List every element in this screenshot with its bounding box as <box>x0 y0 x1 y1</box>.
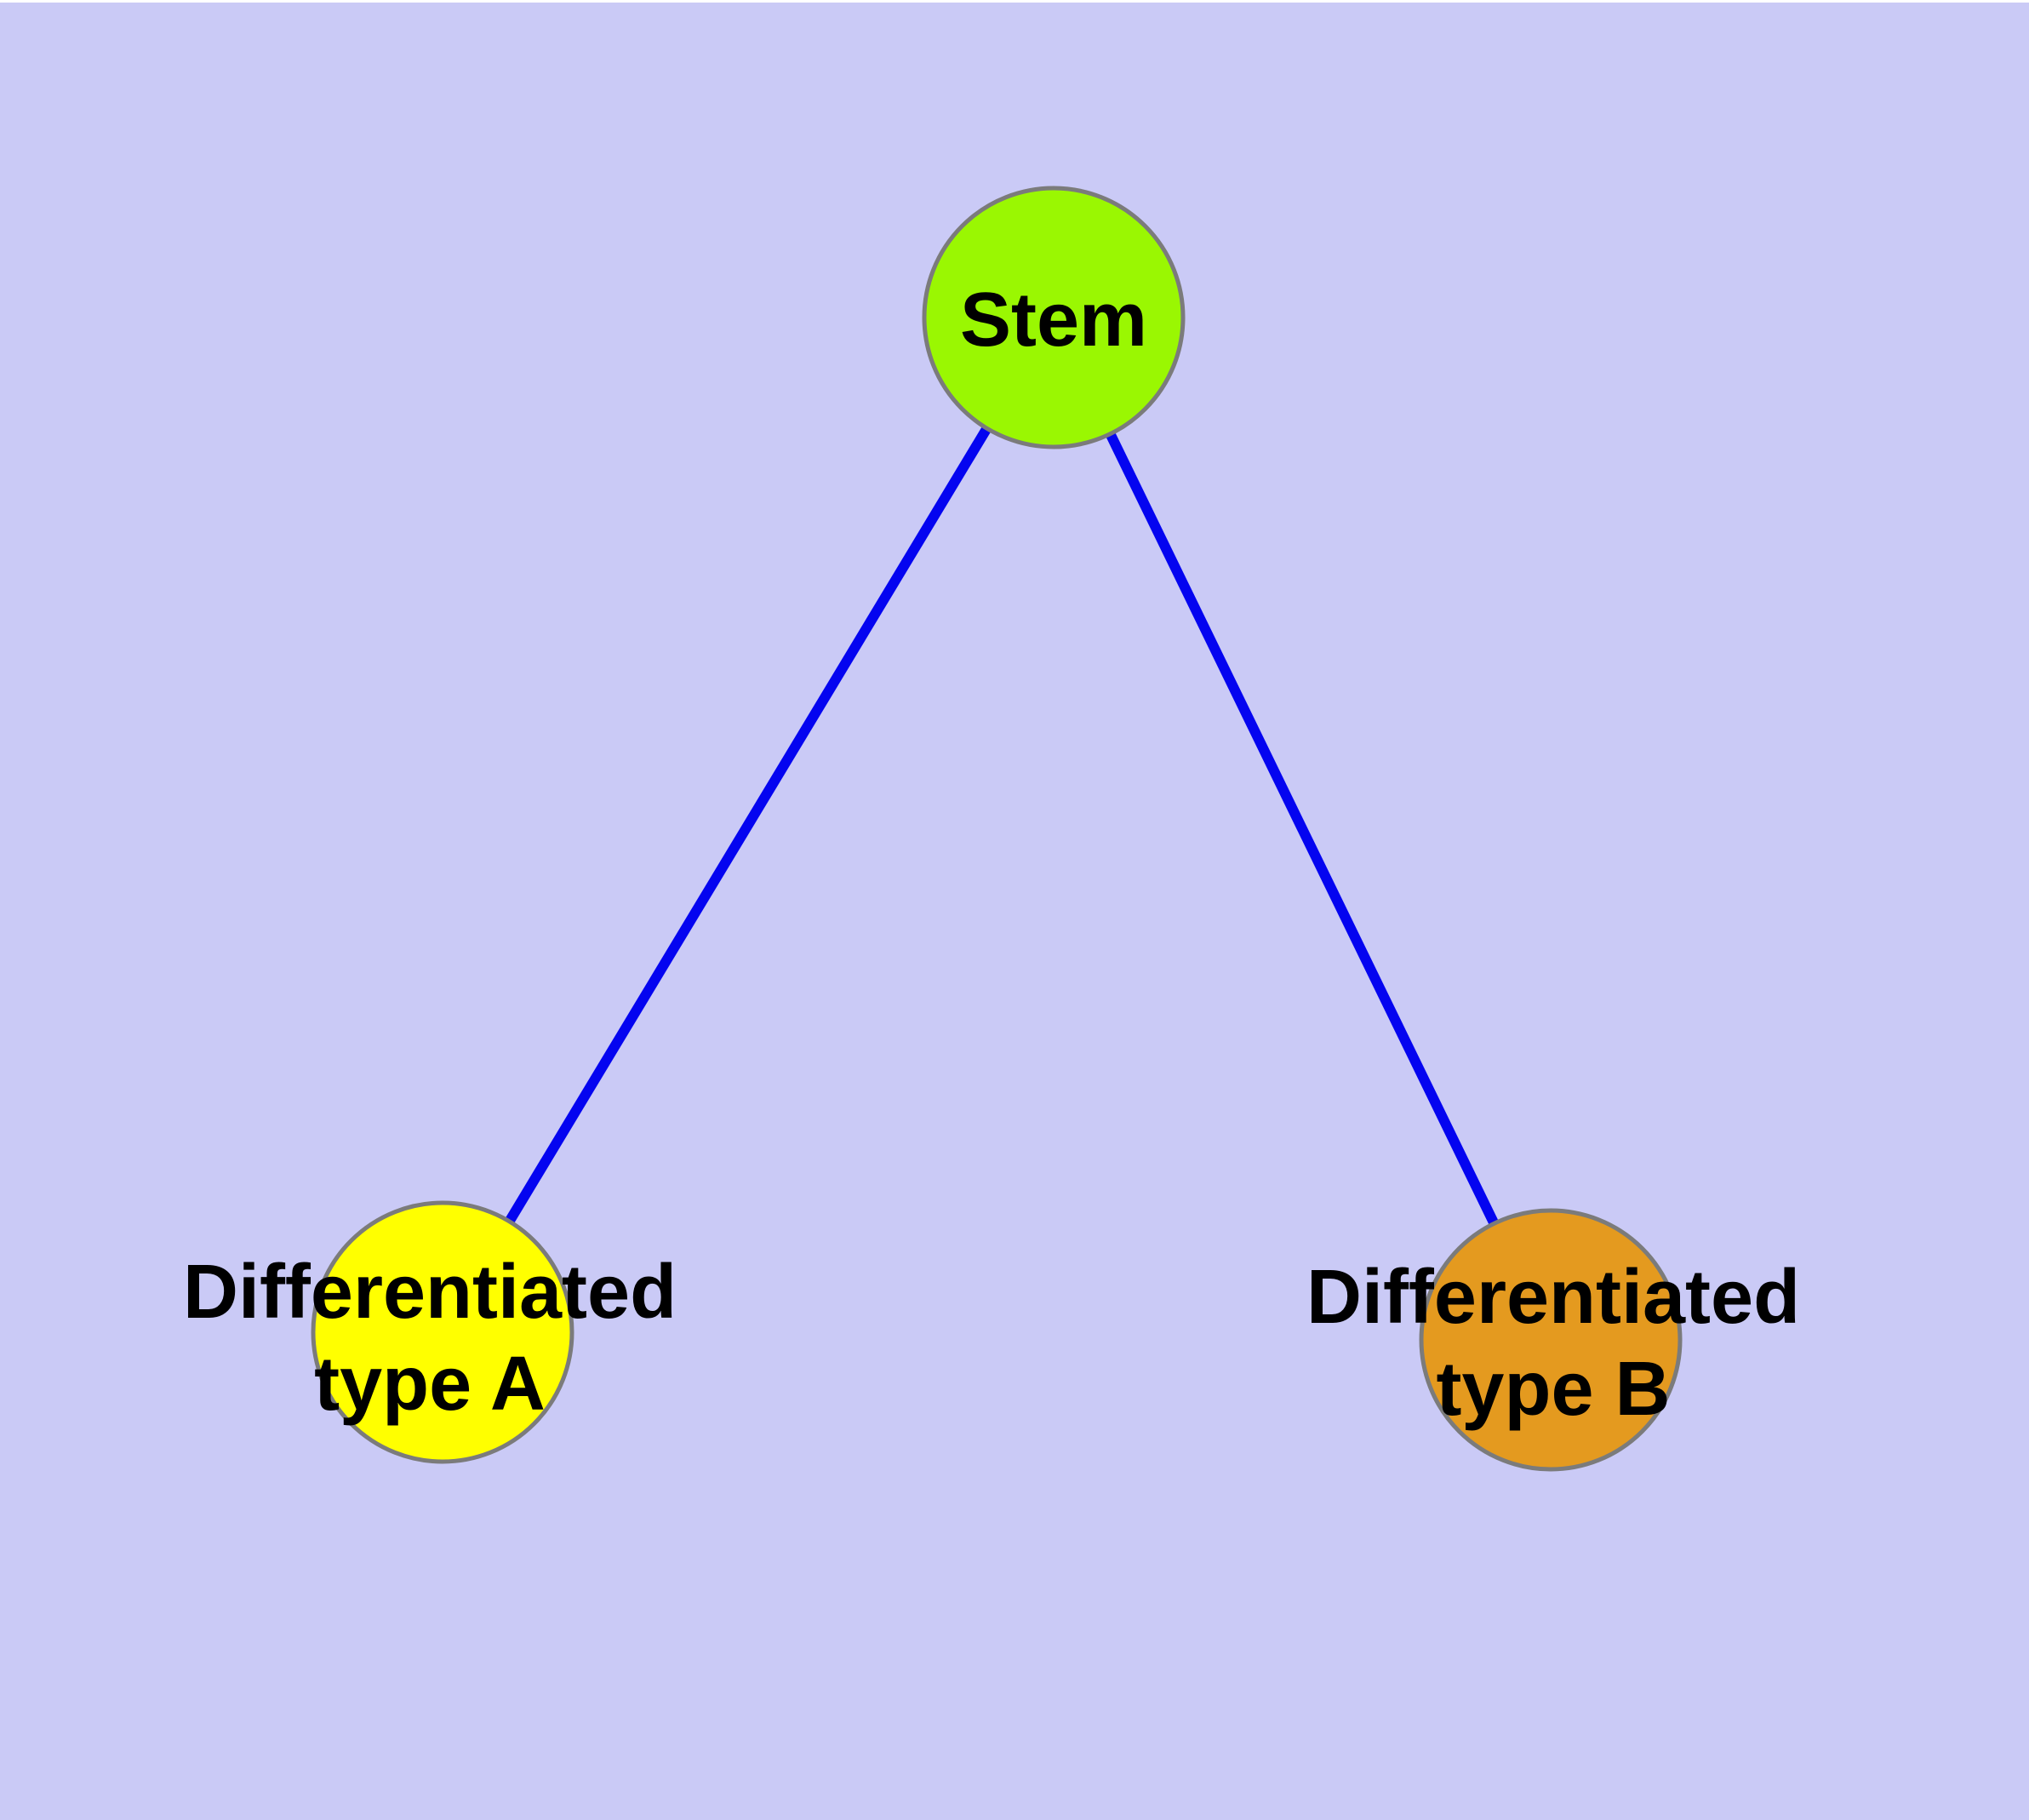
node-stem <box>922 186 1186 449</box>
node-differentiated-type-a <box>311 1200 574 1464</box>
edge-stem-to-type-b <box>1049 315 1556 1342</box>
node-differentiated-type-b <box>1419 1208 1683 1472</box>
edge-stem-to-type-a <box>437 314 1059 1336</box>
